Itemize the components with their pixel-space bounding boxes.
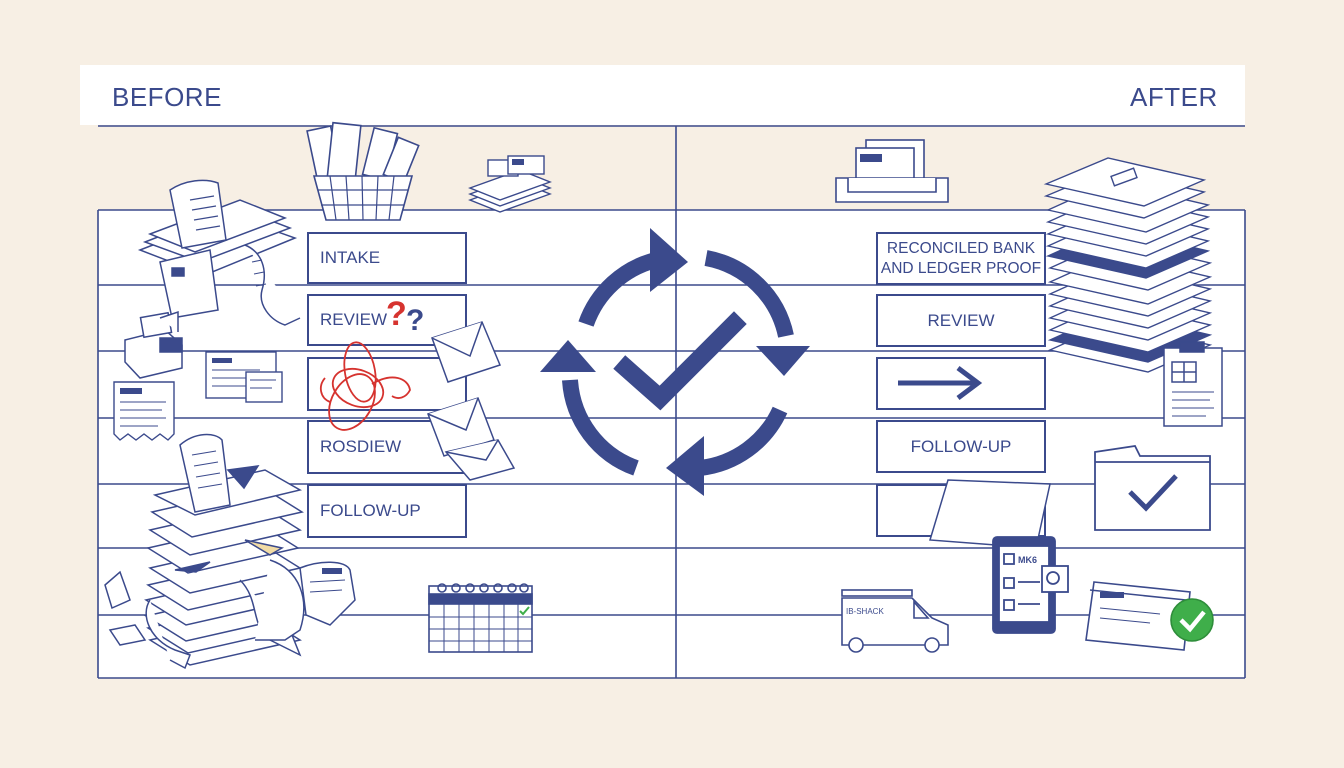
calendar-icon [428, 583, 533, 653]
paper-stack-icon [468, 155, 552, 213]
refresh-cycle-icon [562, 250, 794, 476]
arrow-right-icon [898, 366, 983, 400]
tablet-label: MK6 [1018, 555, 1037, 565]
question-mark-blue: ? [406, 304, 424, 337]
receipt-pile-icon [104, 433, 356, 670]
before-step-follow-up: FOLLOW-UP [307, 484, 467, 538]
wire-basket-icon [306, 121, 420, 221]
inbox-tray-icon [835, 139, 949, 203]
tangle-icon [319, 341, 411, 431]
after-step-review: REVIEW [876, 294, 1046, 347]
after-step-reconciled: RECONCILED BANK AND LEDGER PROOF [876, 232, 1046, 285]
letter-check-icon [1085, 581, 1214, 651]
refresh-arrowheads [540, 228, 810, 496]
van-icon: IB-SHACK [841, 589, 949, 653]
question-mark-red: ? [386, 295, 407, 333]
folder-check-icon [1094, 445, 1211, 531]
before-step-intake: INTAKE [307, 232, 467, 284]
checkmark-icon [613, 311, 747, 411]
after-heading: AFTER [1130, 82, 1218, 112]
document-icon [113, 381, 175, 441]
receipt-pile-icon [137, 179, 301, 326]
clipboard-icon [1163, 341, 1223, 427]
organized-stack-icon [1043, 157, 1213, 373]
header-bar [80, 65, 1245, 125]
envelope-icon [427, 321, 516, 481]
before-heading: BEFORE [112, 82, 222, 112]
tablet-icon: MK6 [992, 536, 1069, 634]
after-step-follow-up: FOLLOW-UP [876, 420, 1046, 473]
van-label: IB-SHACK [846, 607, 884, 616]
document-icon [205, 351, 283, 403]
printer-icon [124, 310, 183, 379]
before-step-tangled [307, 357, 467, 411]
